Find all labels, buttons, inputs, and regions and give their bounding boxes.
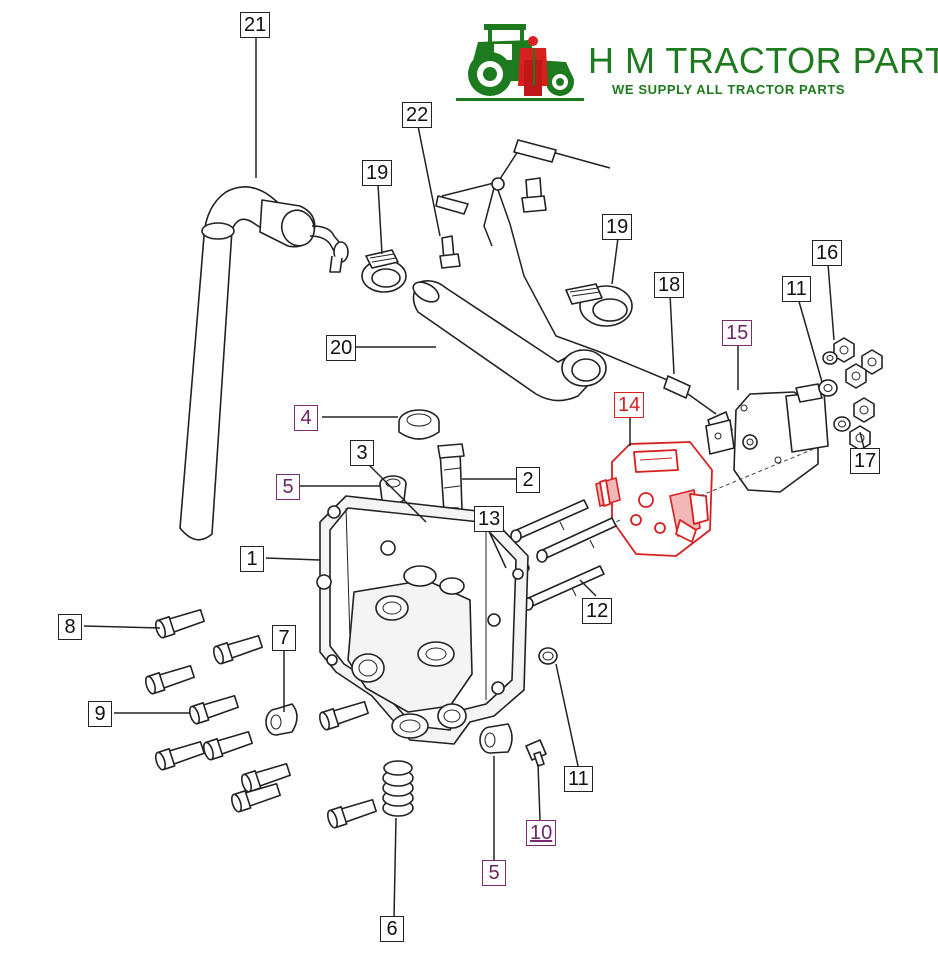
callout-14: 14 (614, 392, 645, 418)
nuts-17 (833, 397, 875, 451)
valve-body-1 (316, 495, 529, 745)
tractor-logo-icon (456, 24, 584, 101)
screw-10 (525, 739, 547, 767)
callout-13: 13 (474, 506, 505, 532)
callout-9: 9 (88, 701, 112, 727)
callout-17: 17 (850, 448, 881, 474)
callout-19-top: 19 (362, 160, 393, 186)
callout-22: 22 (402, 102, 433, 128)
callout-10: 10 (526, 820, 557, 846)
callout-2: 2 (516, 467, 540, 493)
hose-20 (412, 280, 607, 402)
callout-5-bottom: 5 (482, 860, 506, 886)
washer-11a (818, 379, 838, 397)
pipe-21 (179, 186, 349, 541)
callout-18: 18 (654, 272, 685, 298)
plug-5b (479, 723, 513, 754)
callout-8: 8 (58, 614, 82, 640)
actuator-15 (705, 383, 829, 493)
callout-5-top: 5 (276, 474, 300, 500)
bolts-8-9 (144, 608, 377, 829)
callout-11-top: 11 (782, 276, 811, 302)
callout-19-right: 19 (602, 214, 633, 240)
nuts-16 (822, 337, 883, 389)
plug-7 (265, 703, 298, 736)
cap-4 (398, 409, 440, 440)
plug-5a (379, 475, 407, 505)
callout-4: 4 (294, 405, 318, 431)
control-valve-14 (595, 441, 713, 557)
callout-20: 20 (326, 335, 357, 361)
callout-12: 12 (582, 598, 613, 624)
callout-11-bottom: 11 (564, 766, 593, 792)
callout-1: 1 (240, 546, 264, 572)
o-ring-11b (538, 647, 558, 665)
callout-15: 15 (722, 320, 753, 346)
callout-16: 16 (812, 240, 843, 266)
brand-title: H M TRACTOR PARTS (588, 40, 938, 81)
hose-clamp-19a (361, 249, 407, 293)
brand-tagline: WE SUPPLY ALL TRACTOR PARTS (612, 82, 846, 97)
callout-6: 6 (380, 916, 404, 942)
leader-lines (83, 36, 865, 919)
callout-21: 21 (240, 12, 271, 38)
hose-clamp-19b (565, 283, 633, 327)
spring-6 (382, 760, 414, 817)
studs-12 (510, 499, 617, 611)
callout-7: 7 (272, 625, 296, 651)
callout-3: 3 (350, 440, 374, 466)
